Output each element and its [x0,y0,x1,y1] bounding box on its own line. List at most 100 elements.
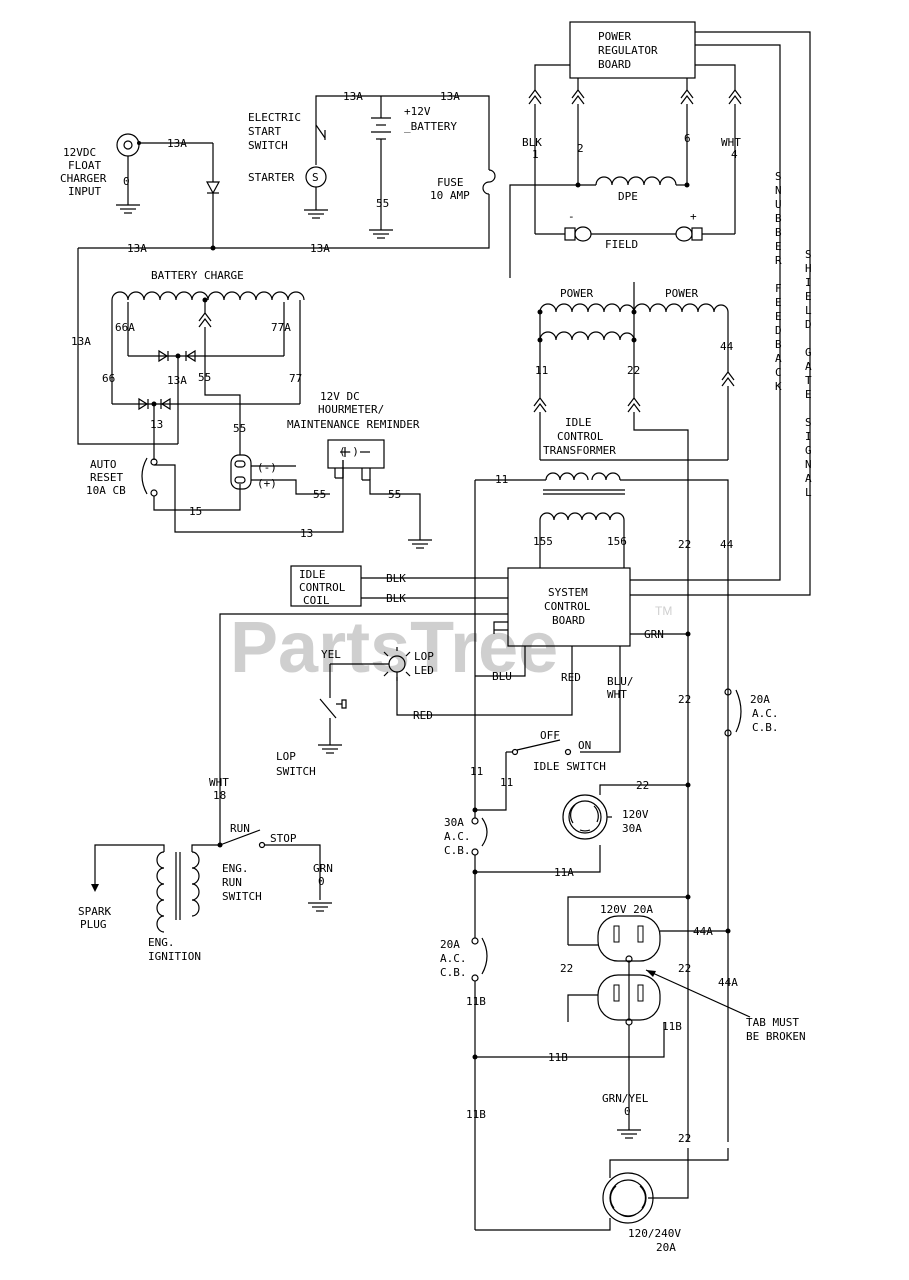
svg-text:FIELD: FIELD [605,238,638,251]
svg-text:WHT: WHT [209,776,229,789]
svg-text:22: 22 [636,779,649,792]
svg-text:RUN: RUN [222,876,242,889]
svg-text:CONTROL: CONTROL [299,581,346,594]
receptacle-120v-20a-duplex: 120V 20A 44A 22 11B 22 44A [560,896,738,1033]
svg-text:I: I [805,430,812,443]
svg-text:13A: 13A [167,374,187,387]
svg-text:55: 55 [233,422,246,435]
svg-text:RESET: RESET [90,471,123,484]
svg-text:A: A [805,360,812,373]
svg-text:77A: 77A [271,321,291,334]
svg-text:2: 2 [577,142,584,155]
svg-text:66: 66 [102,372,115,385]
svg-text:STOP: STOP [270,832,297,845]
svg-text:RED: RED [561,671,581,684]
svg-text:156: 156 [607,535,627,548]
svg-text:44A: 44A [693,925,713,938]
svg-text:A.C.: A.C. [444,830,471,843]
svg-text:10 AMP: 10 AMP [430,189,470,202]
watermark-tm: TM [655,604,672,618]
dpe-winding: DPE [509,176,690,278]
connector-chevrons-mid [533,371,735,413]
svg-text:ENG.: ENG. [148,936,175,949]
svg-text:44A: 44A [718,976,738,989]
svg-text:44: 44 [720,340,734,353]
power-windings: POWER POWER 11 22 44 [535,282,734,398]
svg-text:11A: 11A [554,866,574,879]
svg-text:COIL: COIL [303,594,330,607]
svg-text:18: 18 [213,789,226,802]
svg-text:E: E [805,290,812,303]
svg-text:B: B [775,338,782,351]
svg-text:22: 22 [560,962,573,975]
svg-text:IGNITION: IGNITION [148,950,201,963]
idle-control-coil: IDLE CONTROL COIL BLK BLK [290,565,508,607]
svg-text:REGULATOR: REGULATOR [598,44,658,57]
svg-text:66A: 66A [115,321,135,334]
system-control-board: SYSTEM CONTROL BOARD [507,567,631,647]
svg-text:A.C.: A.C. [752,707,779,720]
svg-text:SWITCH: SWITCH [276,765,316,778]
svg-text:0: 0 [123,175,130,188]
svg-text:13A: 13A [127,242,147,255]
svg-text:GRN: GRN [313,862,333,875]
svg-text:12V DC: 12V DC [320,390,360,403]
svg-text:30A: 30A [622,822,642,835]
svg-text:CONTROL: CONTROL [544,600,591,613]
svg-text:I: I [805,276,812,289]
svg-text:13: 13 [150,418,163,431]
svg-text:20A: 20A [656,1241,676,1254]
svg-text:E: E [775,296,782,309]
svg-text:22: 22 [678,693,691,706]
svg-text:13A: 13A [71,335,91,348]
svg-text:E: E [775,310,782,323]
svg-text:11: 11 [470,765,483,778]
svg-text:FUSE: FUSE [437,176,464,189]
svg-text:0: 0 [624,1105,631,1118]
svg-text:E: E [805,388,812,401]
float-charger-input: 12VDC FLOAT CHARGER INPUT 0 13A [60,133,213,214]
svg-text:G: G [805,444,812,457]
svg-text:S: S [312,171,319,184]
svg-text:120/240V: 120/240V [628,1227,681,1240]
connector-chevrons-top [528,89,742,105]
shield-gate-signal-label: S H I E L D G A T E S I G N A L [805,248,812,499]
battery-12v: +12V _BATTERY 55 13A [369,90,490,239]
svg-text:K: K [775,380,782,393]
svg-text:0: 0 [318,875,325,888]
fuse-10amp: FUSE 10 AMP [430,169,496,202]
svg-text:D: D [775,324,782,337]
svg-text:11B: 11B [466,995,486,1008]
svg-text:H: H [805,262,812,275]
svg-text:30A: 30A [444,816,464,829]
hourmeter-connector: (-) (+) 55 [230,454,330,501]
battery-charge-winding: BATTERY CHARGE 66A 77A 13A 55 66 77 13 [102,269,305,460]
svg-text:11: 11 [495,473,508,486]
breaker-20a-right: 20A A.C. C.B. [724,688,779,737]
svg-text:ENG.: ENG. [222,862,249,875]
electric-start-switch: ELECTRIC START SWITCH S STARTER 13A [248,90,381,219]
svg-text:STARTER: STARTER [248,171,295,184]
svg-text:WHT: WHT [721,136,741,149]
svg-text:44: 44 [720,538,734,551]
svg-text:SYSTEM: SYSTEM [548,586,588,599]
svg-text:START: START [248,125,281,138]
svg-text:22: 22 [678,1132,691,1145]
svg-text:N: N [775,184,782,197]
svg-text:AUTO: AUTO [90,458,117,471]
svg-text:HOURMETER/: HOURMETER/ [318,403,384,416]
svg-text:1: 1 [532,148,539,161]
svg-text:OFF: OFF [540,729,560,742]
svg-text:LOP: LOP [414,650,434,663]
auto-reset-breaker: AUTO RESET 10A CB 15 13 [86,457,344,540]
svg-text:RED: RED [413,709,433,722]
svg-text:MAINTENANCE REMINDER: MAINTENANCE REMINDER [287,418,420,431]
svg-text:55: 55 [313,488,326,501]
svg-text:+12V: +12V [404,105,431,118]
svg-text:-: - [568,210,575,223]
breaker-20a-left: 20A A.C. C.B. 11B [440,872,488,1230]
svg-text:T: T [805,374,812,387]
receptacle-120v-30a: 120V 30A 22 [562,779,688,840]
svg-text:IDLE: IDLE [299,568,326,581]
svg-text:C: C [775,366,782,379]
